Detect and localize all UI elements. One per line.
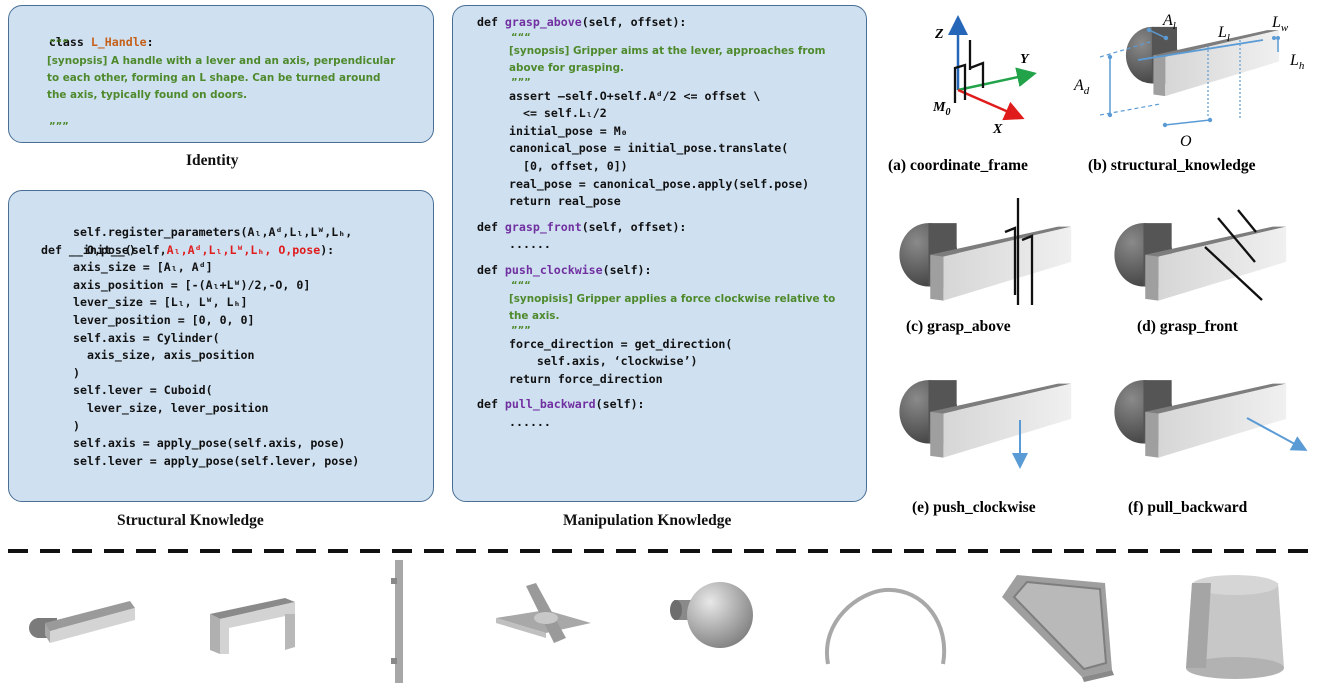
gallery-knob-handle — [670, 582, 753, 648]
grasp-above-code-line: initial_pose = M₀ — [509, 123, 628, 138]
grasp-above-figure — [899, 198, 1072, 305]
structural-code-line: ) — [73, 418, 80, 433]
svg-text:Lw: Lw — [1271, 14, 1289, 34]
gallery-cross-handle — [496, 583, 591, 643]
grasp-above-code-line: assert –self.O+self.Aᵈ/2 <= offset \ — [509, 88, 761, 103]
structural-code-line: lever_size = [Lₗ, Lᵂ, Lₕ] — [73, 295, 248, 310]
grasp-front-code-line: ...... — [509, 237, 551, 252]
svg-text:O: O — [1180, 133, 1192, 150]
manipulation-caption: Manipulation Knowledge — [563, 512, 732, 529]
svg-text:Ll: Ll — [1217, 24, 1230, 44]
axis-x-label: X — [992, 122, 1003, 137]
grasp-above-synopsis: [synopsis] Gripper aims at the lever, ap… — [509, 44, 826, 74]
coordinate-frame-figure: Z Y X M0 — [932, 15, 1037, 137]
init-signature: def __init__(self,Aₗ,Aᵈ,Lₗ,Lᵂ,Lₕ, O,pose… — [41, 243, 335, 258]
push-quote-open: “““ — [511, 279, 531, 291]
structural-code-line: self.lever = apply_pose(self.lever, pose… — [73, 453, 360, 468]
structural-code-line: lever_size, lever_position — [73, 400, 269, 415]
structural-code-line: axis_size, axis_position — [73, 348, 255, 363]
grasp-above-quote-close: ””” — [511, 76, 531, 88]
caption-b: (b) structural_knowledge — [1088, 157, 1256, 174]
grasp-front-def: def grasp_front(self, offset): — [477, 219, 687, 234]
caption-c: (c) grasp_above — [906, 318, 1011, 335]
svg-text:Ad: Ad — [1073, 77, 1090, 97]
gallery-bar-handle — [391, 560, 403, 683]
grasp-front-figure — [1114, 209, 1287, 301]
class-colon: : — [146, 34, 154, 49]
svg-text:Al: Al — [1162, 12, 1176, 32]
structural-code-line: axis_position = [-(Aₗ+Lᵂ)/2,-O, 0] — [73, 277, 311, 292]
identity-panel: class L_Handle: “““ [synopsis] A handle … — [8, 5, 434, 143]
identity-synopsis: [synopsis] A handle with a lever and an … — [47, 55, 396, 101]
structural-code-line: axis_size = [Aₗ, Aᵈ] — [73, 260, 213, 275]
grasp-front-body: ...... — [509, 236, 854, 254]
grasp-above-code-line: canonical_pose = initial_pose.translate( — [509, 141, 789, 156]
manipulation-panel: def grasp_above(self, offset): “““ [syno… — [452, 5, 867, 502]
axis-z-label: Z — [934, 27, 944, 42]
push-clockwise-code-line: return force_direction — [509, 371, 663, 386]
structural-panel: def __init__(self,Aₗ,Aᵈ,Lₗ,Lᵂ,Lₕ, O,pose… — [8, 190, 434, 502]
grasp-above-body: assert –self.O+self.Aᵈ/2 <= offset \ <= … — [509, 88, 854, 211]
push-clockwise-code-line: self.axis, ‘clockwise’) — [509, 354, 698, 369]
grasp-above-quote-open: “““ — [511, 31, 531, 43]
structural-code-line: self.lever = Cuboid( — [73, 383, 213, 398]
gallery-l-handle — [29, 601, 135, 643]
pull-backward-def: def pull_backward(self): — [477, 397, 645, 412]
gallery-plate-handle — [1002, 575, 1114, 682]
svg-text:Lh: Lh — [1289, 52, 1305, 72]
structural-code-line: O,pose) — [73, 242, 136, 257]
doc-quote-close: ””” — [49, 121, 69, 132]
gallery-arc-handle — [824, 587, 947, 665]
gallery-cylinder-handle — [1186, 575, 1284, 679]
gallery-bridge-handle — [210, 598, 295, 654]
structural-code-line: self.axis = apply_pose(self.axis, pose) — [73, 436, 346, 451]
caption-f: (f) pull_backward — [1128, 499, 1248, 516]
pull-backward-figure — [1114, 380, 1308, 458]
caption-a: (a) coordinate_frame — [888, 157, 1028, 174]
push-clockwise-body: force_direction = get_direction( self.ax… — [509, 336, 854, 389]
push-clockwise-figure — [899, 380, 1072, 469]
identity-caption: Identity — [186, 152, 239, 169]
structural-knowledge-figure: Al Ll Lw Lh Ad O — [1073, 12, 1305, 150]
structural-code-line: ) — [73, 365, 80, 380]
class-name: L_Handle — [90, 34, 147, 49]
pull-backward-body: ...... — [509, 414, 854, 432]
grasp-above-def: def grasp_above(self, offset): — [477, 15, 687, 29]
structural-code-line: self.axis = Cylinder( — [73, 330, 220, 345]
structural-code-line: self.register_parameters(Aₗ,Aᵈ,Lₗ,Lᵂ,Lₕ, — [73, 225, 353, 239]
grasp-above-code-line: return real_pose — [509, 194, 621, 209]
axis-y-label: Y — [1020, 52, 1030, 67]
structural-caption: Structural Knowledge — [117, 512, 264, 529]
origin-label: M0 — [932, 100, 950, 118]
structural-code-line: lever_position = [0, 0, 0] — [73, 312, 255, 327]
doc-quote-open: “““ — [49, 38, 69, 49]
push-clockwise-synopsis: [synopisis] Gripper applies a force cloc… — [509, 292, 836, 322]
caption-e: (e) push_clockwise — [912, 499, 1036, 516]
structural-code-body: self.register_parameters(Aₗ,Aᵈ,Lₗ,Lᵂ,Lₕ,… — [73, 224, 359, 470]
push-quote-close: ””” — [511, 324, 531, 336]
grasp-above-code-line: <= self.Lₗ/2 — [509, 106, 607, 121]
grasp-above-code-line: real_pose = canonical_pose.apply(self.po… — [509, 176, 810, 191]
init-params: Aₗ,Aᵈ,Lₗ,Lᵂ,Lₕ, O,pose — [166, 243, 321, 258]
pull-backward-code-line: ...... — [509, 414, 551, 429]
caption-d: (d) grasp_front — [1137, 318, 1239, 335]
grasp-above-code-line: [0, offset, 0]) — [509, 158, 628, 173]
push-clockwise-code-line: force_direction = get_direction( — [509, 336, 733, 351]
class-keyword: class — [48, 34, 91, 49]
push-clockwise-def: def push_clockwise(self): — [477, 262, 652, 277]
